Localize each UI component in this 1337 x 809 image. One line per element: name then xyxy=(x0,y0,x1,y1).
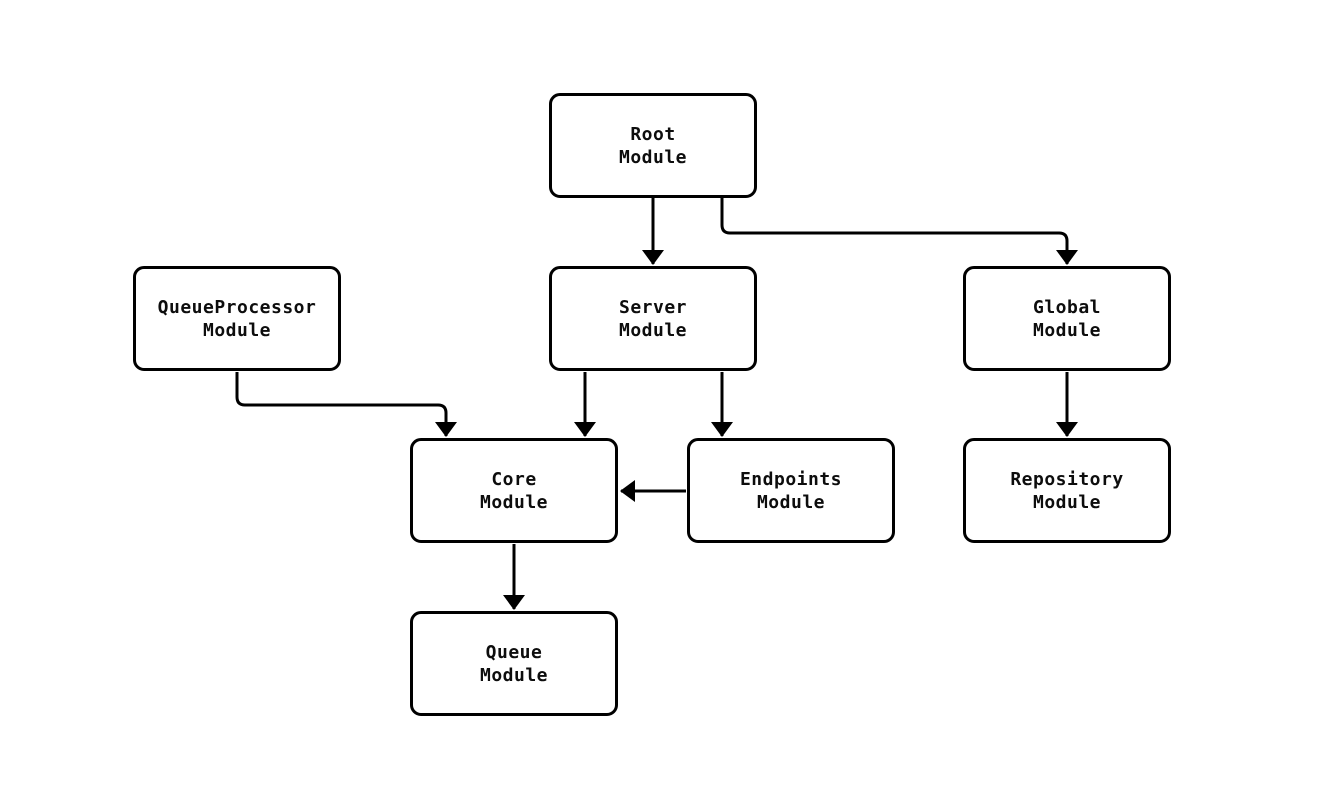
node-label-line1: QueueProcessor xyxy=(157,296,317,318)
node-label-line2: Module xyxy=(618,146,688,168)
node-label-line2: Module xyxy=(1032,319,1102,341)
node-label-line2: Module xyxy=(618,319,688,341)
node-label-line2: Module xyxy=(479,664,549,686)
edge-root-to-global xyxy=(720,198,1078,265)
edge-queueprocessor-to-core xyxy=(235,372,457,437)
node-label-line2: Module xyxy=(479,491,549,513)
node-label-line2: Module xyxy=(756,491,825,513)
node-label-line1: Repository xyxy=(1010,468,1124,490)
node-label-line1: Root xyxy=(630,123,676,145)
node-label-line1: Core xyxy=(491,468,537,490)
node-label-line1: Endpoints xyxy=(739,468,843,490)
node-label-line1: Queue xyxy=(485,641,543,663)
node-label-line2: Module xyxy=(1032,491,1102,513)
node-label-line1: Global xyxy=(1032,296,1102,318)
node-label-line2: Module xyxy=(202,319,272,341)
node-label-line1: Server xyxy=(618,296,688,318)
